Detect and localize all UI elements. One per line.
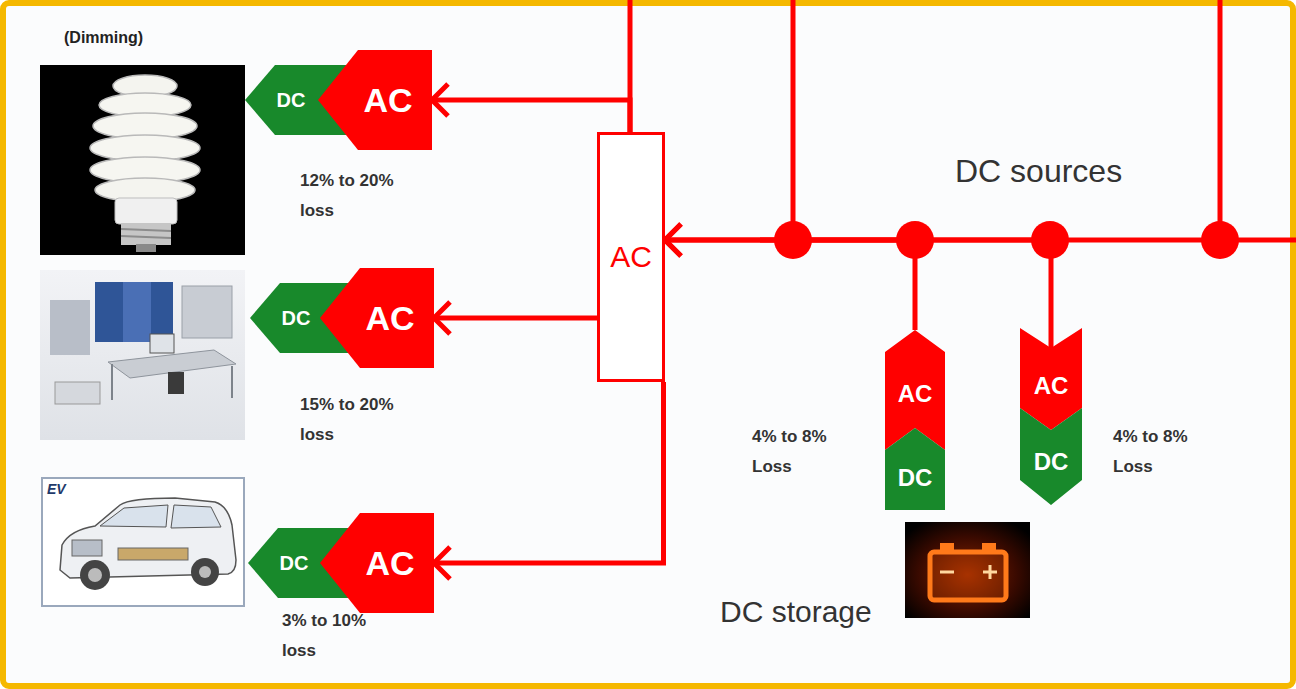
ac-converter: AC	[318, 50, 432, 150]
dc-down-shape	[1020, 408, 1082, 505]
bulb-screw	[121, 223, 171, 245]
desk-leg	[111, 364, 113, 400]
converter-text: AC	[363, 83, 412, 117]
image-tag: EV	[47, 481, 87, 497]
bulb-base	[115, 198, 177, 224]
power-flow-arrow	[434, 316, 597, 321]
ev-photo	[42, 478, 244, 606]
feed-line	[1218, 0, 1223, 240]
car-window	[100, 505, 168, 527]
converter-text: DC	[282, 308, 311, 328]
battery-plus	[989, 565, 992, 579]
chair	[168, 372, 184, 394]
car-wheel	[80, 560, 110, 590]
bulb-tip	[136, 244, 156, 252]
dc-converter: DC	[885, 428, 945, 510]
bulb-thread	[121, 236, 171, 238]
battery-photo	[905, 522, 1030, 618]
power-flow-arrow	[665, 240, 915, 330]
cabinet	[95, 282, 123, 342]
loss-label: 15% to 20% loss	[300, 390, 415, 450]
ac-arrow-shape	[320, 268, 434, 368]
power-flow-arrow	[665, 240, 1051, 348]
car-hub	[199, 566, 211, 578]
group-label: DC sources	[955, 152, 1185, 190]
converter-text: DC	[898, 466, 933, 490]
dc-converter: DC	[1020, 408, 1082, 505]
cabinet	[182, 286, 232, 338]
car-battery-pack	[118, 548, 188, 560]
power-flow-arrow	[432, 100, 630, 132]
cabinet	[123, 282, 151, 342]
ac-box: AC	[597, 132, 665, 382]
feed-line	[791, 0, 796, 240]
group-label: DC storage	[720, 594, 940, 630]
office-photo	[40, 270, 245, 440]
bulb-thread	[121, 229, 171, 231]
frame	[3, 3, 1293, 686]
converter-text: AC	[365, 301, 414, 335]
converter-text: DC	[1034, 450, 1069, 474]
converter-text: DC	[277, 90, 306, 110]
battery-body	[930, 552, 1006, 600]
dc-up-shape	[885, 428, 945, 510]
monitor	[150, 334, 174, 353]
bulb-photo	[40, 65, 245, 255]
battery-minus	[940, 571, 954, 574]
converter-text: AC	[610, 242, 652, 272]
printer	[55, 382, 100, 404]
converter-text: AC	[365, 546, 414, 580]
car-window	[171, 505, 221, 528]
car-wheel	[191, 558, 219, 586]
note-label: (Dimming)	[64, 28, 214, 48]
car-engine	[72, 540, 102, 556]
ac-converter: AC	[320, 268, 434, 368]
loss-label: 4% to 8% Loss	[1113, 422, 1208, 482]
desk-leg	[231, 366, 233, 398]
converter-text: AC	[1034, 374, 1069, 398]
power-flow-arrow	[434, 382, 664, 563]
ac-arrow-shape	[320, 513, 434, 613]
car-hub	[88, 568, 102, 582]
converter-text: DC	[280, 553, 309, 573]
cabinet	[151, 282, 173, 342]
bus-node	[1201, 221, 1239, 259]
ac-converter: AC	[320, 513, 434, 613]
loss-label: 3% to 10% loss	[282, 606, 382, 666]
loss-label: 12% to 20% loss	[300, 166, 415, 226]
cabinet	[50, 300, 90, 355]
loss-label: 4% to 8% Loss	[752, 422, 847, 482]
converter-text: AC	[898, 382, 933, 406]
ac-arrow-shape	[318, 50, 432, 150]
